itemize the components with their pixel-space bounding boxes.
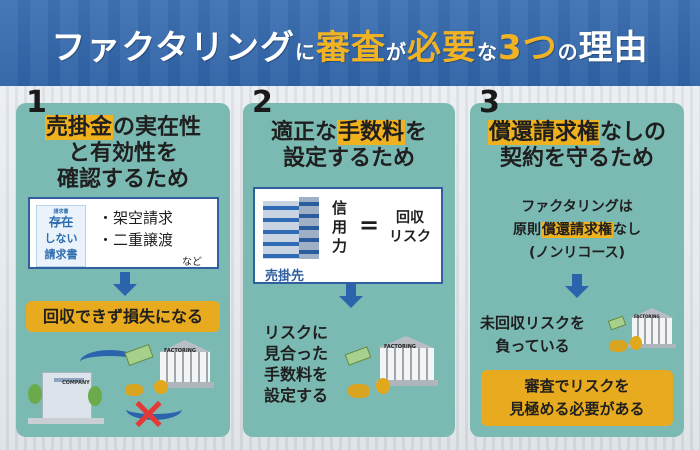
yen-bag-icon [154,380,168,394]
result-line: 見合った [264,344,329,363]
desc-highlight: 償還請求権 [541,222,613,238]
curved-arrow-icon [80,350,140,374]
title-part: 3つ [497,28,558,68]
reason-title-line: 設定するため [282,146,415,171]
reason-number: 2 [252,85,273,120]
factoring-bank-icon [156,340,214,388]
coins-icon [348,384,370,398]
conclusion-line: 審査でリスクを [524,377,630,395]
fake-invoice-icon: 請求書 存在 しない 請求書 [36,205,86,267]
reason-number: 3 [479,85,500,120]
title-text: の実在性 [113,115,202,140]
reason-title-line: 確認するため [56,167,189,192]
cross-mark-icon [134,400,162,428]
invoice-line: 存在 [48,215,73,229]
conclusion-line: 見極める必要がある [509,400,645,418]
reason-title-line: 適正な手数料を [243,119,455,146]
credit-risk-box: 売掛先 信 用 力 = 回収 リスク [253,187,443,284]
title-part: に [294,40,316,64]
desc-text: 原則 [513,222,541,238]
reason-title-line: 売掛金の実在性 [16,114,230,141]
bullet-item: ・二重譲渡 [98,231,174,249]
title-part: の [557,40,579,64]
risk-line: リスク [389,229,431,245]
risk-line: 負っている [495,337,570,355]
conclusion-badge: 審査でリスクを 見極める必要がある [481,370,673,426]
loss-result-badge: 回収できず損失になる [26,301,220,332]
down-arrow-icon [339,284,363,308]
desc-text: なし [613,222,641,238]
factoring-bank-icon [376,336,440,386]
title-text: なしの [600,120,667,145]
title-part: ファクタリング [51,28,295,68]
risk-line: 回収 [396,210,424,226]
bullet-item: ・架空請求 [98,209,174,227]
title-highlight: 償還請求権 [487,120,600,145]
result-line: リスクに [264,323,329,342]
nonrecourse-desc: 原則償還請求権なし [470,219,684,239]
nonrecourse-desc: (ノンリコース) [528,245,626,261]
title-text: 適正な [270,120,337,145]
credit-char: 力 [332,237,348,255]
bullet-suffix: など [182,257,202,268]
title-part: な [476,40,498,64]
fraud-examples-box: 請求書 存在 しない 請求書 ・架空請求 ・二重譲渡 など [28,197,219,269]
uncollected-risk-text: 未回収リスクを 負っている [480,312,585,358]
risk-line: 未回収リスクを [480,314,586,332]
title-highlight: 手数料 [336,120,405,145]
company-building-icon [28,372,104,424]
client-label: 売掛先 [265,269,305,284]
factoring-sign: FACTORING [384,344,417,350]
invoice-line: 請求書 [44,248,78,261]
invoice-line: しない [44,232,78,245]
down-arrow-icon [113,272,137,296]
equals-sign: = [359,211,380,239]
credit-label: 信 用 力 [332,199,347,256]
coins-icon [125,384,143,396]
reason-title-line: 契約を守るため [499,146,654,171]
credit-char: 信 [332,199,348,217]
down-arrow-icon [565,274,589,298]
title-part: 理由 [578,28,649,68]
credit-char: 用 [332,218,348,236]
reason-number: 1 [26,85,47,120]
yen-bag-icon [630,336,642,350]
result-line: 手数料を [264,365,329,384]
result-line: 設定する [264,386,329,405]
factoring-sign: FACTORING [164,348,197,354]
office-building-icon [263,197,319,259]
coins-icon [609,340,627,352]
title-part: が [385,40,407,64]
reason-title-line: と有効性を [67,141,178,166]
reason-title-line: 償還請求権なしの [470,119,684,146]
title-text: を [405,120,428,145]
title-highlight: 売掛金 [44,115,113,140]
yen-bag-icon [376,378,390,394]
title-part: 必要 [406,28,477,68]
page-title: ファクタリングに審査が必要な3つの理由 [0,20,700,69]
header-banner: ファクタリングに審査が必要な3つの理由 [0,0,700,86]
factoring-sign: FACTORING [634,314,660,319]
fee-result-text: リスクに 見合った 手数料を 設定する [264,322,328,406]
invoice-header: 請求書 [53,209,69,215]
collection-risk-label: 回収 リスク [389,209,431,247]
nonrecourse-desc: ファクタリングは [521,199,633,215]
title-part: 審査 [315,28,386,68]
company-sign: COMPANY [62,380,90,386]
